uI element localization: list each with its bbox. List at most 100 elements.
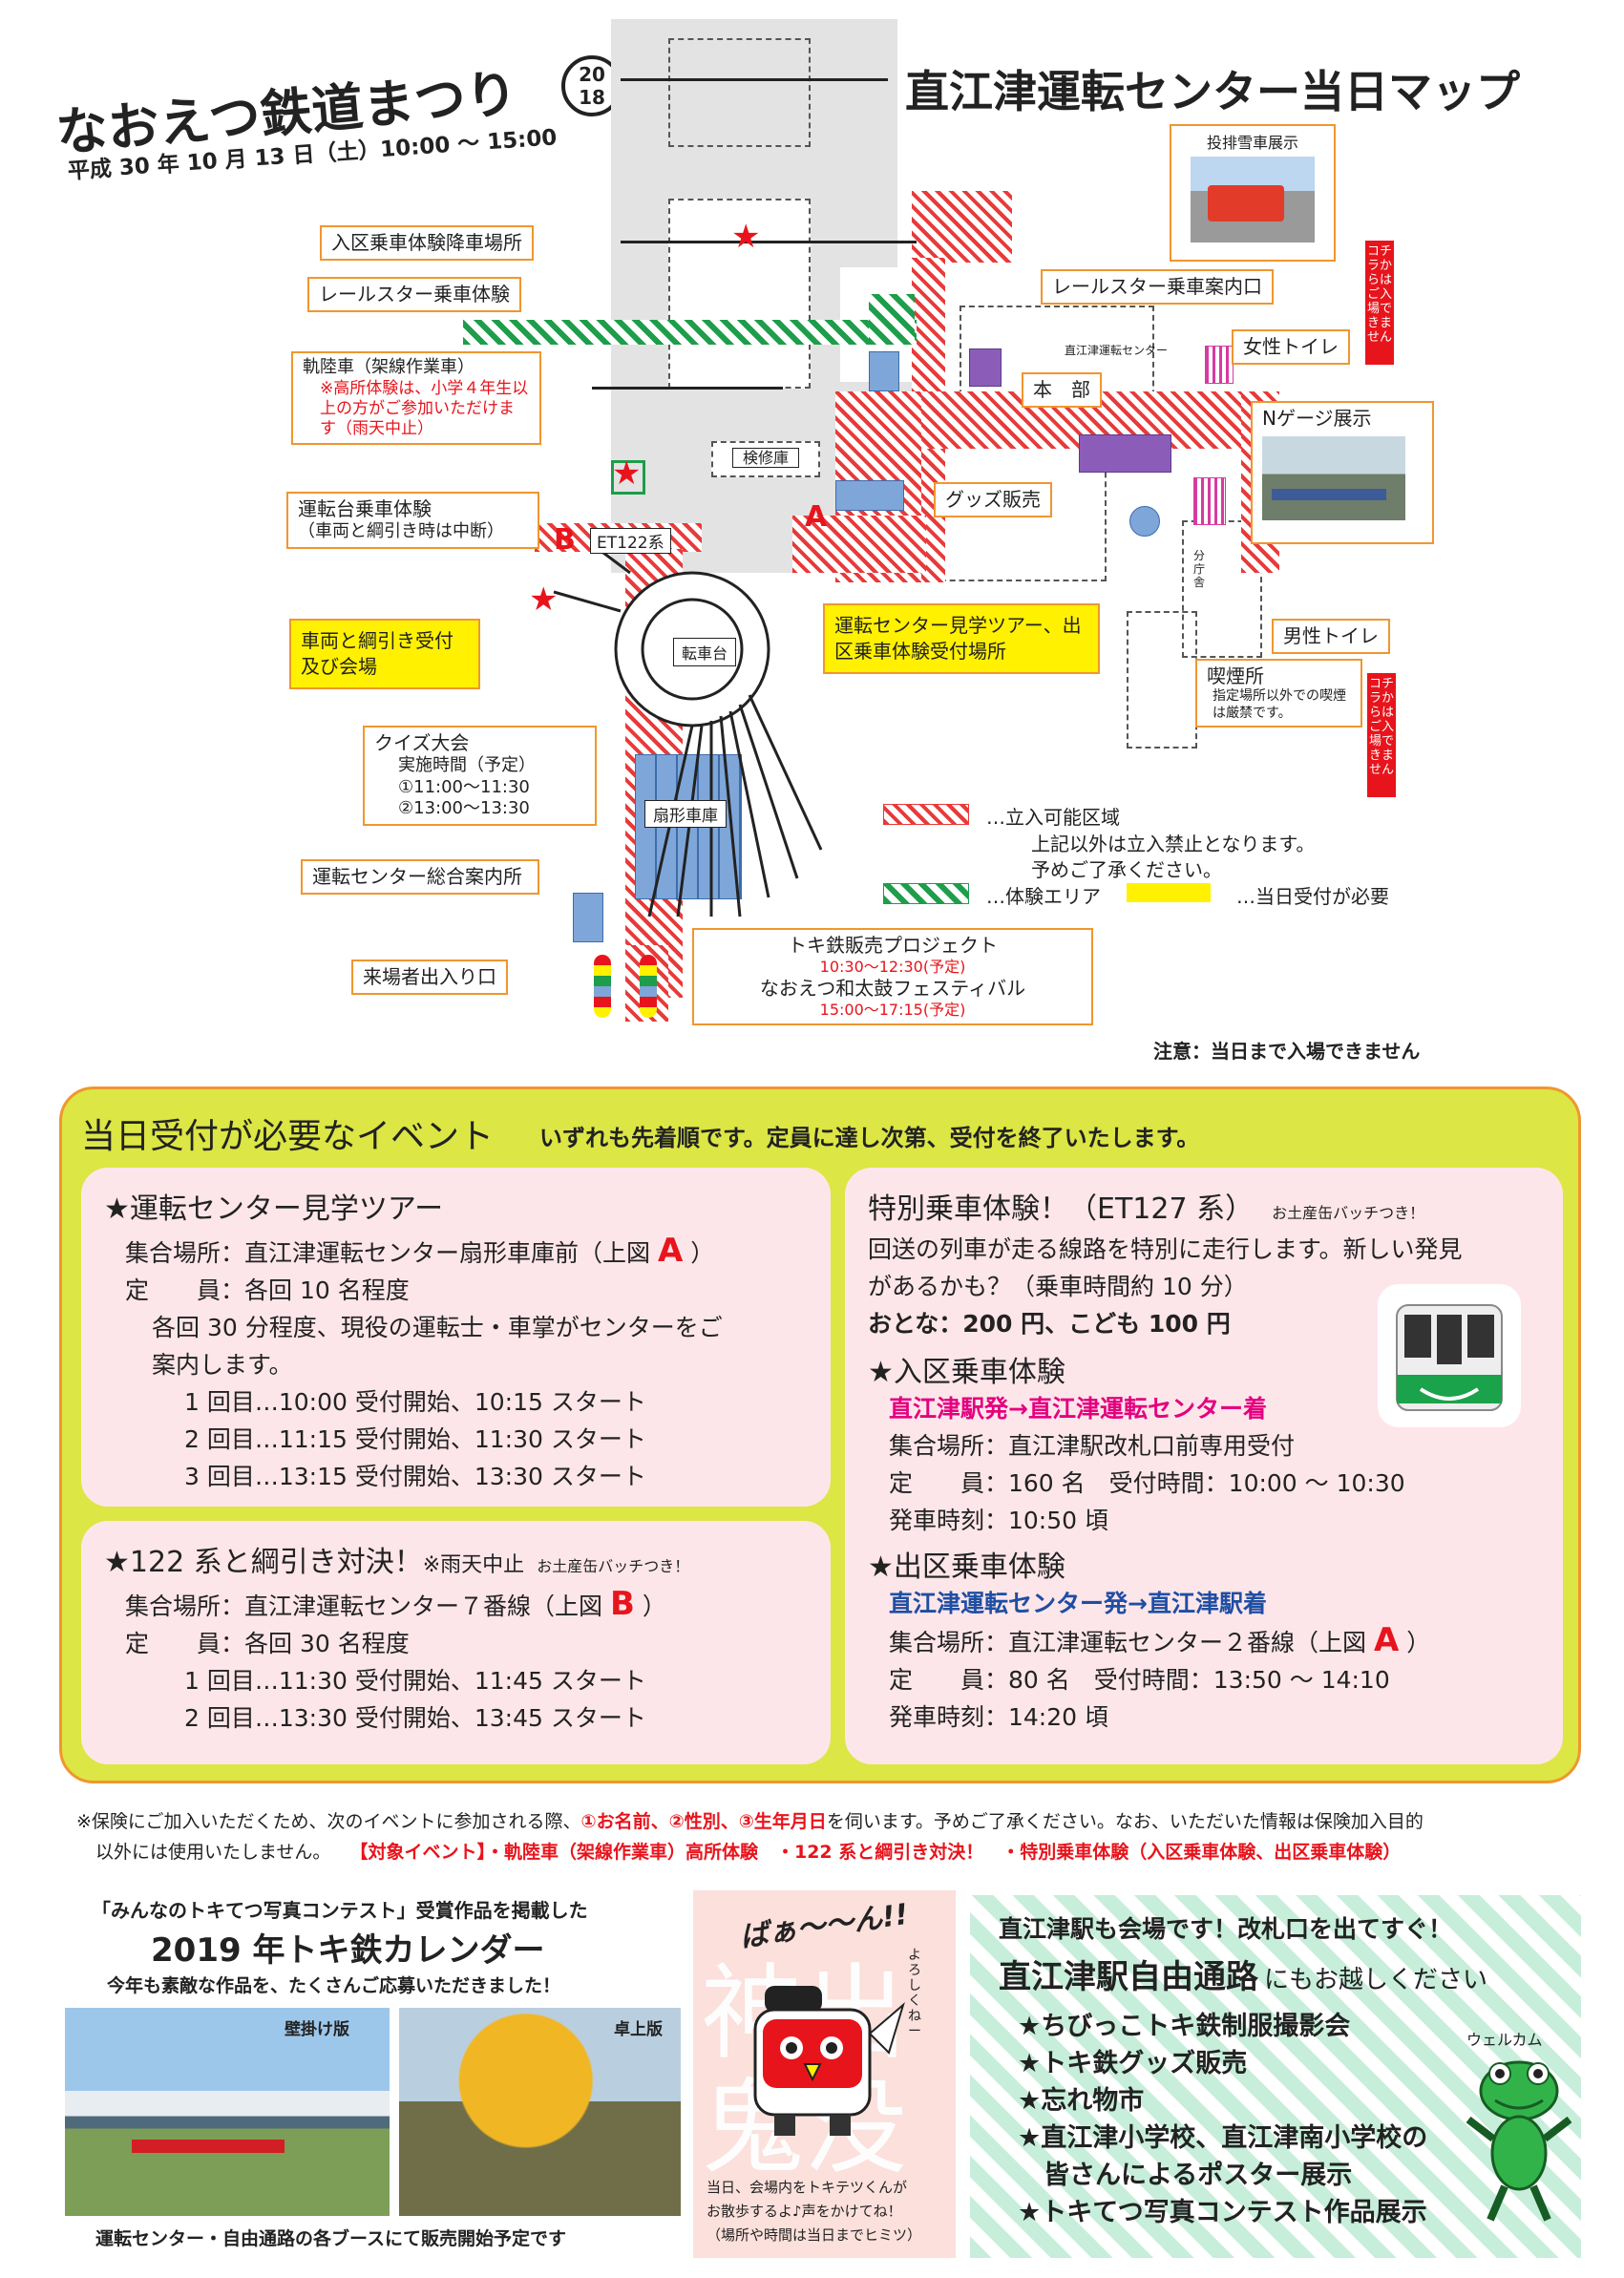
legend-reception-label: …当日受付が必要 — [1236, 885, 1389, 908]
standing-area — [792, 516, 926, 573]
events-section: 当日受付が必要なイベント いずれも先着順です。定員に達し次第、受付を終了いたしま… — [59, 1086, 1581, 1783]
callout-tug-reception: 車両と綱引き受付及び会場 — [289, 619, 480, 689]
fan-shed-label: 扇形車庫 — [644, 800, 727, 828]
mascot-caption-1: 当日、会場内をトキテツくんが — [707, 2179, 908, 2196]
tour-slot-2: 2 回目…11:15 受付開始、11:30 スタート — [184, 1425, 646, 1453]
station-panel: 直江津駅も会場です！改札口を出てすぐ！ 直江津駅自由通路にもお越しください ★ち… — [970, 1895, 1581, 2258]
map-mark-a: A — [805, 500, 828, 534]
track-car-experience-area — [611, 460, 645, 495]
callout-quiz: クイズ大会 実施時間（予定） ①11:00〜11:30 ②13:00〜13:30 — [363, 726, 597, 826]
station-item: ★直江津小学校、直江津南小学校の — [1018, 2123, 1428, 2153]
legend-experience-label: …体験エリア — [986, 885, 1101, 908]
tug-capacity: 定 員：各回 30 名程度 — [125, 1630, 410, 1657]
turntable-label: 転車台 — [673, 638, 737, 666]
hq-building — [969, 348, 1002, 387]
wall-calendar-label: 壁掛け版 — [285, 2020, 349, 2039]
tug-title-row: ★122 系と綱引き対決！※雨天中止 お土産缶バッチつき！ — [104, 1538, 808, 1580]
map-area: ★ 検修庫 転車台 投排雪車展示 コチラからはご入場できません コチラからはご入… — [0, 0, 1624, 1063]
snow-plow-label: 投排雪車展示 — [1206, 134, 1298, 152]
tour-panel: ★運転センター見学ツアー 集合場所：直江津運転センター扇形車庫前（上図 A ） … — [81, 1168, 831, 1507]
smoking-note: 指定場所以外での喫煙は厳禁です。 — [1213, 688, 1346, 721]
station-item: ★トキてつ写真コンテスト作品展示 — [1018, 2198, 1427, 2227]
insurance-note: ※保険にご加入いただくため、次のイベントに参加される際、①お名前、②性別、③生年… — [76, 1806, 1575, 1867]
no-entry-notice: コチラからはご入場できません — [1367, 673, 1396, 797]
mascot-shout: ばぁ〜〜ん!! — [737, 1897, 911, 1955]
snow-plow-photo — [1191, 157, 1315, 243]
insurance-text-2: を伺います。予めご了承ください。なお、いただいた情報は保険加入目的 — [826, 1811, 1424, 1832]
map-building-blue — [869, 351, 899, 391]
callout-womens-toilet: 女性トイレ — [1232, 329, 1350, 365]
legend-swatch-reception — [1127, 883, 1211, 902]
map-building-outline — [668, 38, 811, 147]
out-title: ★出区乗車体験 — [868, 1550, 1065, 1584]
star-marker: ★ — [529, 580, 559, 619]
train-icon-svg — [1396, 1304, 1503, 1411]
callout-mens-toilet: 男性トイレ — [1272, 619, 1390, 654]
out-place-prefix: 集合場所：直江津運転センター２番線（上図 — [889, 1629, 1374, 1656]
gate-pole-left — [594, 955, 611, 1018]
callout-hq: 本 部 — [1022, 372, 1102, 408]
desk-calendar-photo: 卓上版 — [399, 2008, 681, 2216]
n-gauge-building — [1079, 434, 1171, 473]
wall-calendar-train — [132, 2140, 285, 2153]
events-title: 当日受付が必要なイベント — [81, 1117, 495, 1156]
mascot-greet: よろしくねー — [908, 1948, 921, 2039]
track-car-note: ※高所体験は、小学４年生以上の方がご参加いただけます（雨天中止） — [320, 378, 529, 439]
tour-slot-1: 1 回目…10:00 受付開始、10:15 スタート — [184, 1388, 646, 1416]
station-top: 直江津駅も会場です！改札口を出てすぐ！ — [999, 1915, 1453, 1943]
legend-standing-note-1: 上記以外は立入禁止となります。 — [1031, 833, 1316, 855]
no-entry-notice: コチラからはご入場できません — [1365, 241, 1394, 365]
callout-info-center: 運転センター総合案内所 — [301, 859, 539, 895]
station-title: 直江津駅自由通路 — [999, 1958, 1258, 1996]
tug-place-suffix: ） — [634, 1592, 666, 1620]
train-icon — [1378, 1284, 1521, 1427]
station-title-suffix: にもお越しください — [1264, 1966, 1488, 1994]
in-depart: 発車時刻：10:50 頃 — [889, 1507, 1108, 1534]
station-item: 皆さんによるポスター展示 — [1018, 2161, 1353, 2190]
calendar-subtitle: 「みんなのトキてつ写真コンテスト」受賞作品を掲載した — [92, 1899, 588, 1922]
callout-n-gauge: Nゲージ展示 — [1251, 401, 1434, 544]
tug-rain: ※雨天中止 — [422, 1553, 525, 1577]
insurance-line-1: ※保険にご加入いただくため、次のイベントに参加される際、①お名前、②性別、③生年… — [76, 1806, 1575, 1837]
callout-tour-reception: 運転センター見学ツアー、出区乗車体験受付場所 — [823, 603, 1100, 674]
in-route: 直江津駅発→直江津運転センター着 — [889, 1395, 1267, 1423]
center-name-label: 直江津運転センター — [1065, 344, 1169, 357]
track-line — [592, 387, 783, 390]
special-desc-1: 回送の列車が走る線路を特別に走行します。新しい発見 — [868, 1235, 1463, 1263]
year-badge-text: 2018 — [579, 63, 605, 109]
toki-project-label: トキ鉄販売プロジェクト — [788, 934, 998, 957]
tour-slot-3: 3 回目…13:15 受付開始、13:30 スタート — [184, 1463, 646, 1490]
et122-label: ET122系 — [590, 528, 671, 554]
in-place: 集合場所：直江津駅改札口前専用受付 — [889, 1432, 1296, 1460]
legend-swatch-standing — [883, 804, 969, 825]
railstar-experience-area — [869, 294, 915, 345]
toki-project-time: 10:30〜12:30(予定) — [819, 958, 966, 976]
caution-note: 注意：当日まで入場できません — [1153, 1040, 1421, 1063]
legend-swatch-experience — [883, 883, 969, 904]
station-title-row: 直江津駅自由通路にもお越しください — [999, 1951, 1487, 1997]
tug-panel: ★122 系と綱引き対決！※雨天中止 お土産缶バッチつき！ 集合場所：直江津運転… — [81, 1521, 831, 1764]
star-marker: ★ — [612, 454, 642, 493]
calendar-thanks: 今年も素敵な作品を、たくさんご応募いただきました！ — [107, 1975, 561, 1996]
quiz-time-2: ②13:00〜13:30 — [398, 798, 530, 818]
map-legend: …立入可能区域 上記以外は立入禁止となります。 予めご了承ください。 …体験エリ… — [883, 802, 1418, 917]
out-place-mark: A — [1373, 1621, 1400, 1659]
railstar-experience-area — [463, 320, 917, 345]
out-route: 直江津運転センター発→直江津駅着 — [889, 1590, 1267, 1617]
n-gauge-label: Nゲージ展示 — [1262, 407, 1372, 430]
branch-office-label: 分庁舎 — [1193, 549, 1206, 589]
in-title: ★入区乗車体験 — [868, 1356, 1065, 1389]
frog-character — [1466, 2060, 1571, 2222]
station-item: ★ちびっこトキ鉄制服撮影会 — [1018, 2012, 1351, 2041]
quiz-time-label: 実施時間（予定） — [398, 755, 536, 775]
goods-booth — [835, 480, 904, 511]
cab-experience-title: 運転台乗車体験 — [298, 497, 432, 520]
tug-slot-1: 1 回目…11:30 受付開始、11:45 スタート — [184, 1667, 646, 1695]
mascot-panel: 神出鬼没 ばぁ〜〜ん!! よろしくねー 当日、会場内をトキテツくんが お散歩する… — [693, 1890, 956, 2258]
out-capacity: 定 員：80 名 受付時間：13:50 ～ 14:10 — [889, 1666, 1390, 1694]
quiz-time-1: ①11:00〜11:30 — [398, 776, 530, 797]
tour-title: ★運転センター見学ツアー — [104, 1192, 444, 1226]
smoking-area-circle — [1129, 506, 1160, 537]
tug-title: ★122 系と綱引き対決！ — [104, 1546, 423, 1579]
info-center-building — [573, 893, 603, 942]
